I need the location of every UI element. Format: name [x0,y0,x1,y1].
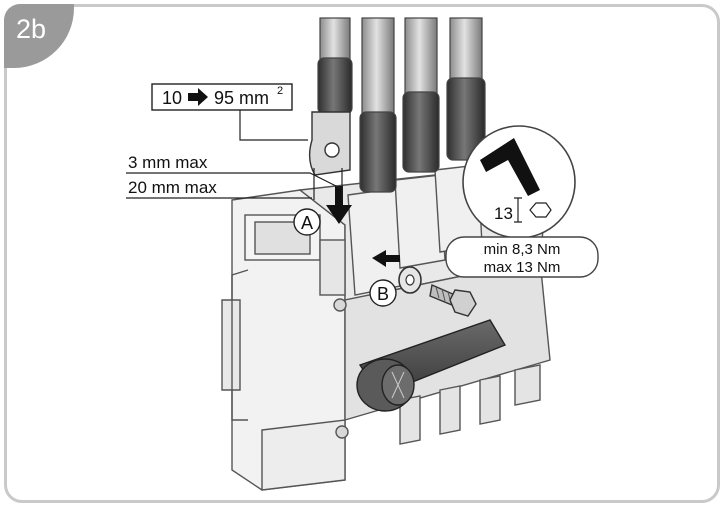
cross-section-to: 95 mm [214,88,269,108]
arrow-right-icon [188,88,208,106]
hex-nut-icon [529,202,552,218]
step-label: 2b [16,14,47,44]
max-3-label: 3 mm max [128,153,208,172]
torque-callout: min 8,3 Nm max 13 Nm [445,236,599,278]
marker-a-text: A [301,213,313,233]
cross-section-from: 10 [162,88,182,108]
cross-section-callout: 10 95 mm 2 [151,83,293,111]
marker-a: A [293,208,321,236]
max-20-label: 20 mm max [128,178,217,197]
marker-b: B [369,279,397,307]
cables [317,17,486,193]
rotary-handle [356,319,507,412]
dimension-lines [126,108,343,200]
cross-section-exp: 2 [277,85,283,97]
marker-b-text: B [377,284,389,304]
washer-arrow [372,250,400,267]
torque-max: max 13 Nm [484,259,561,276]
hex-key-icon [480,138,540,196]
insert-arrow [326,186,352,224]
wrench-callout: 13 [462,125,576,239]
washer [398,266,422,294]
bolt [429,284,477,317]
step-badge: 2b [4,4,74,68]
cable-lug [308,111,351,176]
wrench-size: 13 [494,204,513,223]
torque-min: min 8,3 Nm [484,241,561,258]
